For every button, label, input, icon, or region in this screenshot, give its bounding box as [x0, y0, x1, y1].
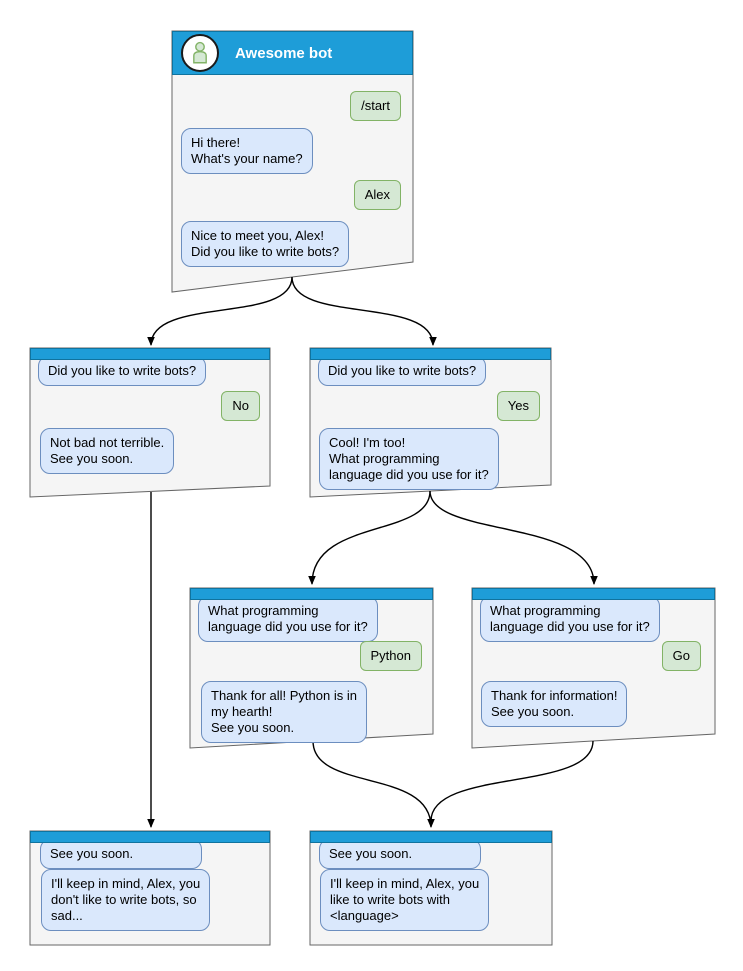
- edge-go-to-end-yes: [430, 740, 594, 822]
- bot-message-bubble: Not bad not terrible. See you soon.: [40, 428, 175, 474]
- person-icon: [193, 41, 207, 64]
- bot-message-bubble: What programming language did you use fo…: [198, 596, 378, 642]
- edge-python-to-end-yes: [312, 740, 435, 828]
- chat-window-header-branch-no: [30, 348, 270, 360]
- bot-message-bubble: What programming language did you use fo…: [480, 596, 660, 642]
- user-message-bubble: Python: [359, 641, 422, 671]
- bot-message-bubble: Did you like to write bots?: [38, 356, 207, 386]
- bot-message-bubble: Did you like to write bots?: [318, 356, 487, 386]
- bot-message-bubble: See you soon.: [319, 839, 481, 869]
- user-message-bubble: Yes: [496, 391, 540, 421]
- chat-window-header-branch-go: [472, 588, 715, 600]
- edge-yes-to-go: [429, 490, 598, 585]
- chat-window-header-branch-yes: [310, 348, 551, 360]
- user-message-bubble: Alex: [353, 180, 401, 210]
- edge-start-to-yes: [291, 276, 437, 346]
- user-message-bubble: No: [221, 391, 260, 421]
- chat-window-header-start: Awesome bot: [172, 31, 413, 75]
- bot-message-bubble: Cool! I'm too! What programming language…: [319, 428, 499, 490]
- chat-window-header-end-yes: [310, 831, 552, 843]
- user-message-bubble: Go: [661, 641, 701, 671]
- chat-window-header-end-no: [30, 831, 270, 843]
- chat-window-header-branch-python: [190, 588, 433, 600]
- edge-start-to-no: [147, 276, 293, 346]
- user-message-bubble: /start: [350, 91, 401, 121]
- bot-title: Awesome bot: [235, 44, 333, 62]
- bot-message-bubble: Thank for all! Python is in my hearth! S…: [201, 681, 367, 743]
- bot-message-bubble: Thank for information! See you soon.: [481, 681, 628, 727]
- bot-message-bubble: I'll keep in mind, Alex, you like to wri…: [320, 869, 490, 931]
- bot-message-bubble: Hi there! What's your name?: [181, 128, 313, 174]
- bot-avatar: [181, 34, 219, 72]
- bot-message-bubble: Nice to meet you, Alex! Did you like to …: [181, 221, 350, 267]
- bot-message-bubble: See you soon.: [40, 839, 202, 869]
- edge-yes-to-python: [308, 490, 431, 585]
- bot-message-bubble: I'll keep in mind, Alex, you don't like …: [41, 869, 211, 931]
